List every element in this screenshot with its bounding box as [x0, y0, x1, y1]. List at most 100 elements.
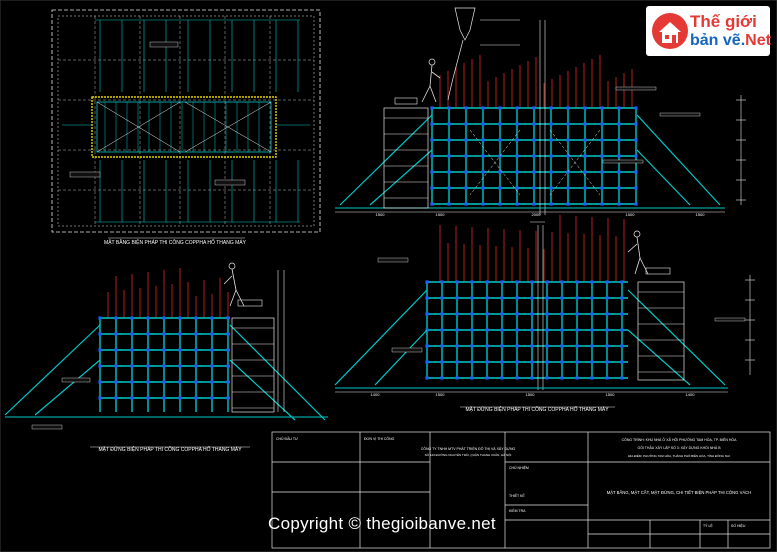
stair-frame — [231, 317, 275, 413]
diagonal-strut — [229, 324, 326, 421]
formwork-clamp-node — [440, 360, 444, 364]
formwork-clamp-node — [464, 122, 468, 126]
formwork-clamp-node — [590, 312, 594, 316]
formwork-clamp-node — [162, 364, 166, 368]
dim-text: 1500 — [606, 392, 616, 397]
formwork-clamp-node — [470, 328, 474, 332]
formwork-clamp-node — [583, 170, 587, 174]
formwork-clamp-node — [560, 344, 564, 348]
diagonal-strut — [627, 289, 726, 386]
formwork-clamp-node — [545, 360, 549, 364]
dim-text: 1400 — [371, 392, 381, 397]
formwork-clamp-node — [498, 202, 502, 206]
formwork-clamp-node — [583, 138, 587, 142]
work-platform — [394, 97, 418, 105]
sheet-title: MẶT BẰNG, MẶT CẮT, MẶT ĐỨNG, CHI TIẾT BI… — [607, 490, 752, 495]
formwork-clamp-node — [500, 280, 504, 284]
formwork-clamp-node — [470, 312, 474, 316]
worker-head — [228, 262, 236, 270]
formwork-clamp-node — [481, 186, 485, 190]
formwork-clamp-node — [178, 364, 182, 368]
formwork-clamp-node — [620, 280, 624, 284]
annotation-tag — [602, 159, 644, 164]
formwork-clamp-node — [590, 296, 594, 300]
left-elevation-caption: MẶT ĐỨNG BIỆN PHÁP THI CÔNG COPPHA HỐ TH… — [98, 445, 242, 453]
formwork-clamp-node — [194, 316, 198, 320]
formwork-clamp-node — [566, 154, 570, 158]
formwork-clamp-node — [425, 296, 429, 300]
formwork-clamp-node — [430, 186, 434, 190]
formwork-clamp-node — [575, 280, 579, 284]
formwork-clamp-node — [605, 360, 609, 364]
formwork-clamp-node — [455, 296, 459, 300]
worker-body — [231, 268, 237, 291]
formwork-clamp-node — [620, 296, 624, 300]
formwork-clamp-node — [178, 316, 182, 320]
worker-leg — [429, 85, 437, 103]
title-block — [271, 431, 771, 549]
formwork-clamp-node — [130, 316, 134, 320]
formwork-clamp-node — [634, 154, 638, 158]
stair-frame — [383, 107, 429, 209]
formwork-clamp-node — [162, 396, 166, 400]
formwork-clamp-node — [515, 122, 519, 126]
formwork-clamp-node — [447, 106, 451, 110]
formwork-clamp-node — [440, 312, 444, 316]
plan-outline — [51, 9, 321, 233]
worker-head — [633, 230, 641, 238]
logo-text-bottom: bản vẽ.Net — [690, 32, 771, 50]
diagonal-strut — [627, 329, 691, 386]
formwork-clamp-node — [530, 280, 534, 284]
formwork-clamp-node — [530, 328, 534, 332]
formwork-clamp-node — [566, 186, 570, 190]
formwork-clamp-node — [464, 106, 468, 110]
formwork-clamp-node — [532, 170, 536, 174]
formwork-clamp-node — [210, 348, 214, 352]
formwork-clamp-node — [485, 344, 489, 348]
formwork-clamp-node — [425, 376, 429, 380]
formwork-clamp-node — [447, 154, 451, 158]
dim-text: 1500 — [526, 392, 536, 397]
formwork-clamp-node — [515, 360, 519, 364]
title-label-sheet-no: SỐ HIỆU — [731, 523, 746, 528]
formwork-clamp-node — [560, 328, 564, 332]
formwork-clamp-node — [226, 364, 230, 368]
project-name: CÔNG TRÌNH: KHU NHÀ Ở XÃ HỘI PHƯỜNG TAM … — [622, 437, 738, 442]
formwork-clamp-node — [600, 106, 604, 110]
formwork-clamp-node — [583, 186, 587, 190]
formwork-clamp-node — [530, 344, 534, 348]
formwork-clamp-node — [620, 360, 624, 364]
worker-leg — [235, 289, 245, 307]
formwork-clamp-node — [114, 364, 118, 368]
formwork-clamp-node — [634, 122, 638, 126]
formwork-clamp-node — [226, 348, 230, 352]
formwork-clamp-node — [114, 316, 118, 320]
cross-brace — [549, 129, 601, 196]
formwork-clamp-node — [530, 360, 534, 364]
title-label-checker: KIỂM TRA — [509, 508, 526, 513]
formwork-clamp-node — [485, 360, 489, 364]
formwork-clamp-node — [430, 138, 434, 142]
formwork-clamp-node — [194, 364, 198, 368]
formwork-clamp-node — [600, 138, 604, 142]
company-address: SỐ 123 ĐƯỜNG NGUYỄN TRÃI, QUẬN THANH XUÂ… — [425, 452, 512, 457]
formwork-clamp-node — [515, 186, 519, 190]
formwork-clamp-node — [485, 296, 489, 300]
formwork-clamp-node — [617, 186, 621, 190]
formwork-clamp-node — [515, 376, 519, 380]
formwork-clamp-node — [146, 316, 150, 320]
formwork-clamp-node — [485, 280, 489, 284]
formwork-clamp-node — [178, 348, 182, 352]
diagonal-strut — [369, 149, 433, 206]
formwork-clamp-node — [500, 360, 504, 364]
formwork-clamp-node — [178, 332, 182, 336]
formwork-clamp-node — [515, 106, 519, 110]
formwork-clamp-node — [481, 170, 485, 174]
formwork-clamp-node — [600, 154, 604, 158]
formwork-clamp-node — [515, 328, 519, 332]
diagonal-strut — [636, 149, 691, 206]
worker-head — [428, 58, 436, 66]
formwork-clamp-node — [575, 328, 579, 332]
